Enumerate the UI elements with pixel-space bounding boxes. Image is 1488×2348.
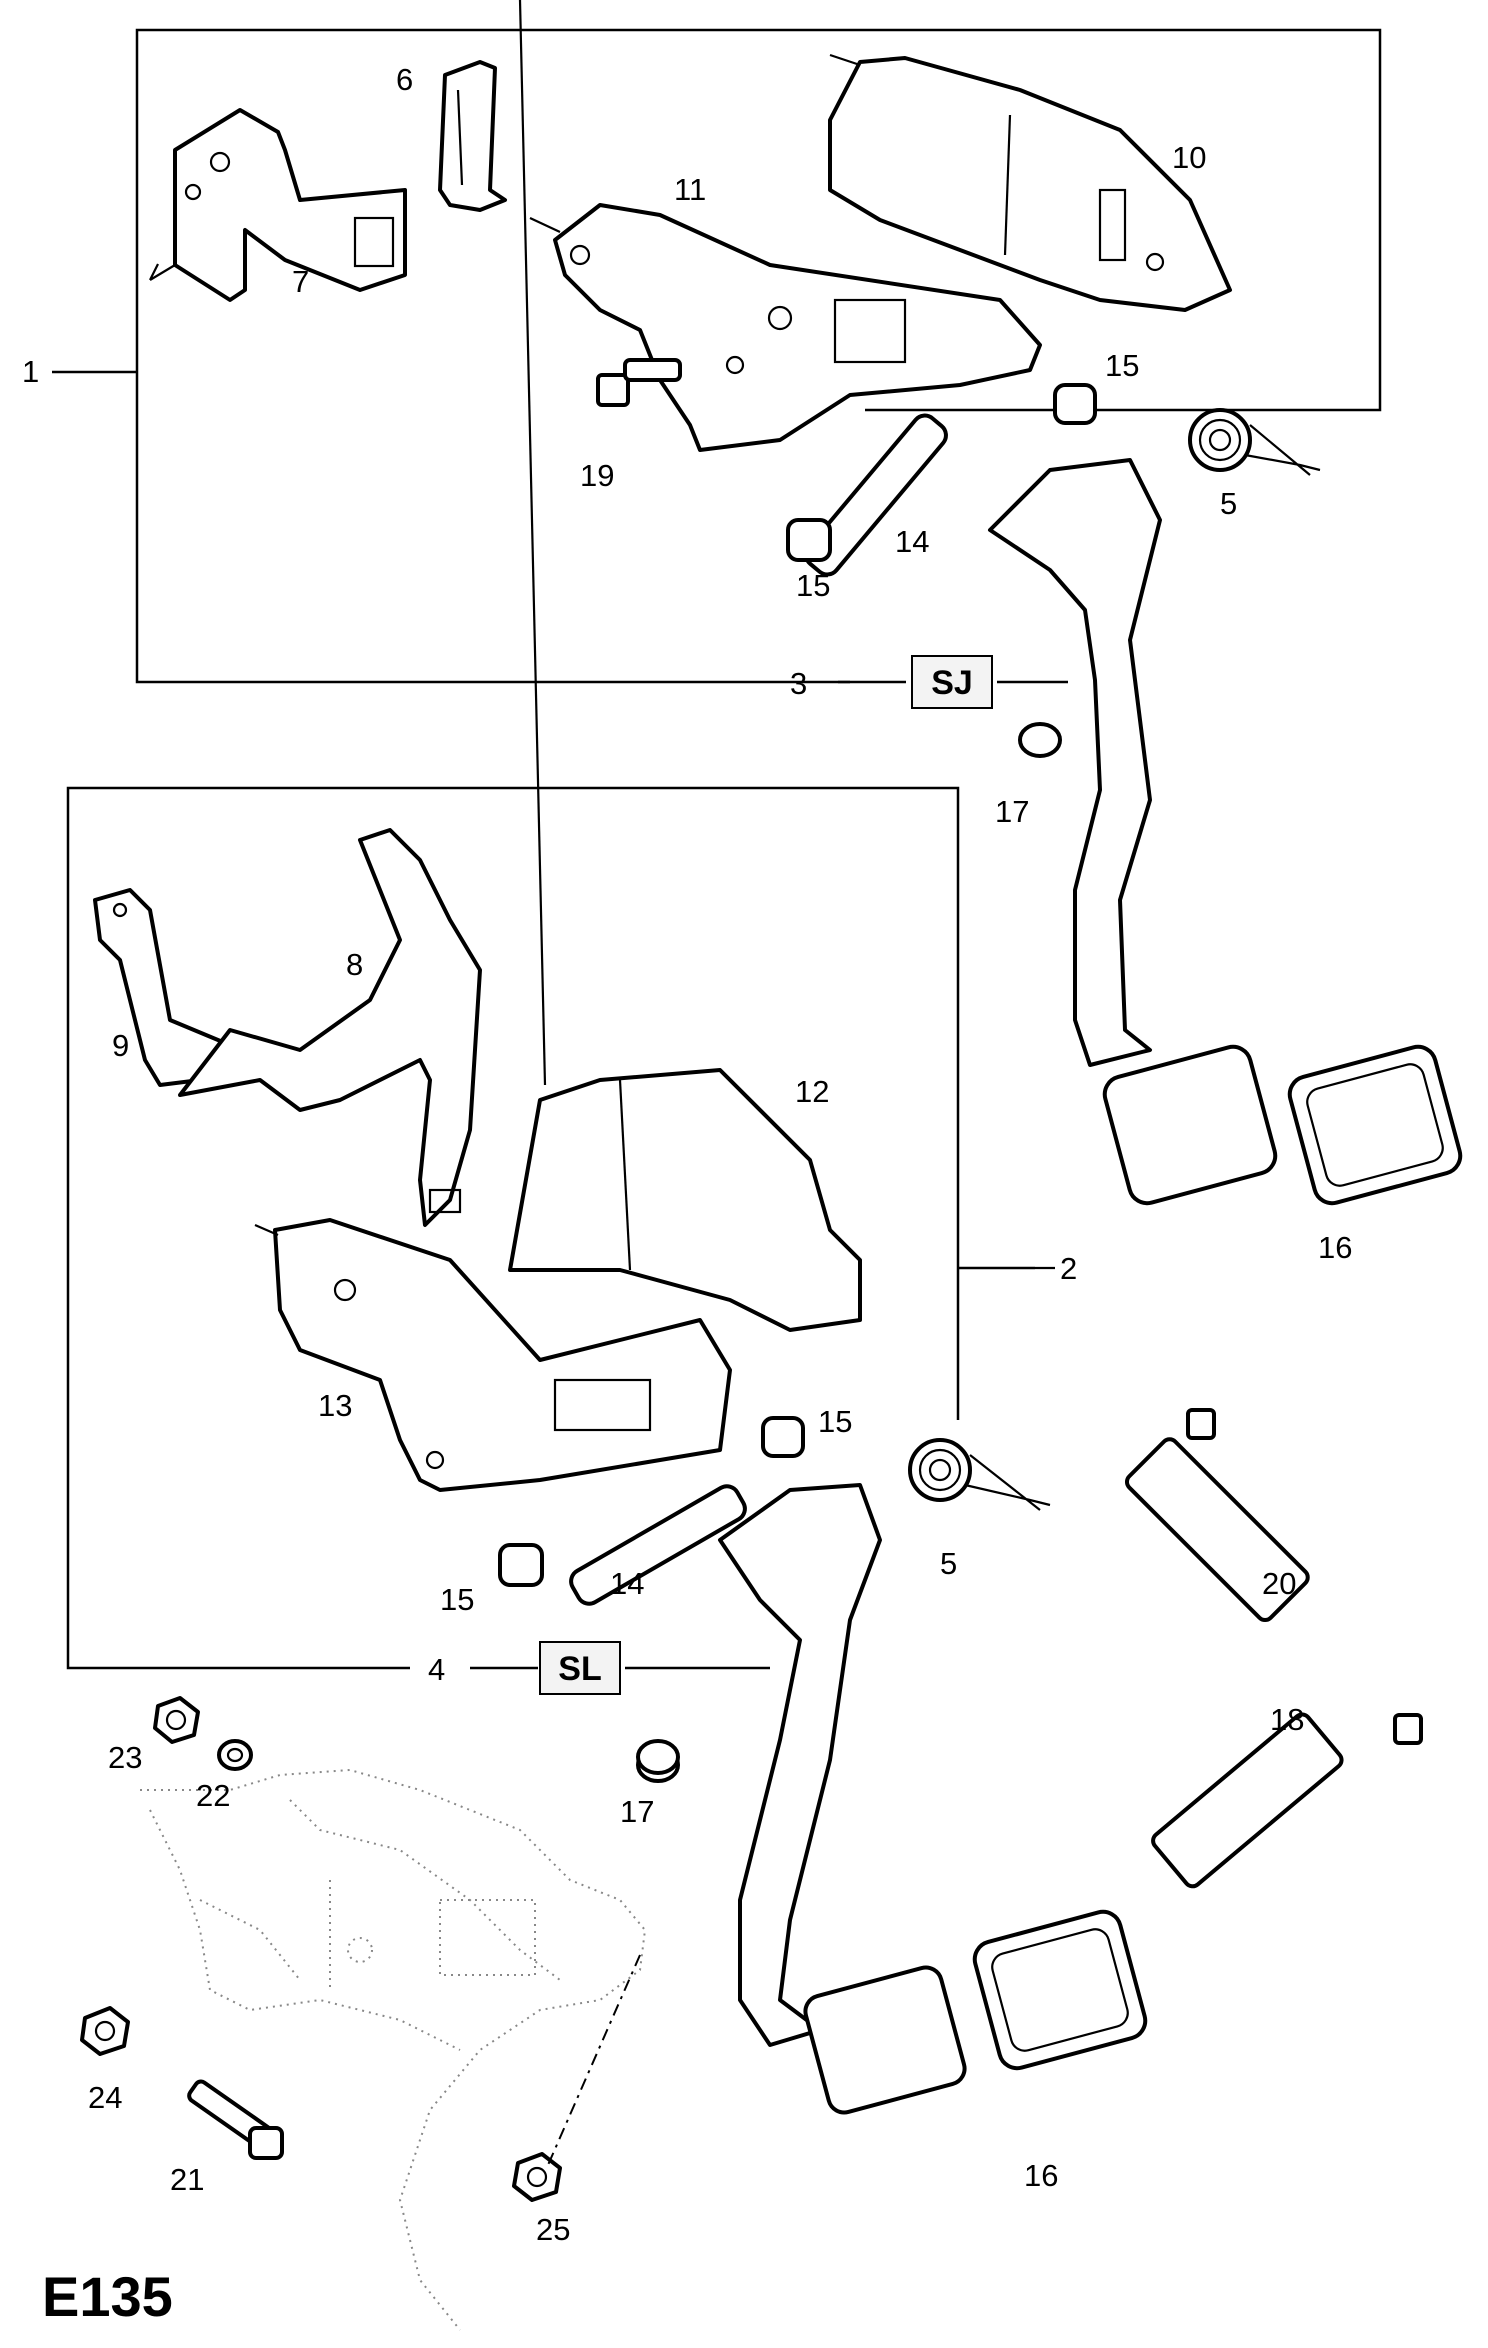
svg-text:SL: SL: [558, 1650, 601, 1688]
plug-17-lower: [636, 1739, 680, 1775]
callout-5-upper: 5: [1220, 486, 1237, 521]
pedal-lower: [636, 1483, 1148, 2115]
callout-14-lower: 14: [610, 1566, 644, 1601]
callout-25: 25: [536, 2212, 570, 2247]
spring-5-upper: [1188, 408, 1321, 476]
bracket-12: [508, 0, 862, 1332]
callout-24: 24: [88, 2080, 122, 2115]
callout-15-upper-left: 15: [796, 568, 830, 603]
variant-badge-sj: SJ: [911, 655, 993, 709]
spring-5-lower: [908, 1438, 1051, 1511]
diagram-code: E135: [42, 2265, 173, 2328]
bracket-7: [149, 108, 407, 302]
bracket-10: [828, 53, 1232, 312]
lower-assembly-box: [66, 786, 1035, 1670]
nut-24: [80, 2006, 130, 2056]
washer-22: [217, 1739, 253, 1771]
callout-7: 7: [292, 264, 309, 299]
callout-1: 1: [22, 354, 39, 389]
callout-16-upper: 16: [1318, 1230, 1352, 1265]
bracket-13: [254, 1218, 732, 1492]
callout-15-lower-right: 15: [818, 1404, 852, 1439]
callout-13: 13: [318, 1388, 352, 1423]
callout-11: 11: [674, 172, 706, 207]
callout-19: 19: [580, 458, 614, 493]
callout-4: 4: [428, 1652, 445, 1687]
callout-6: 6: [396, 62, 413, 97]
callout-20: 20: [1262, 1566, 1296, 1601]
tube-18: [1151, 1712, 1423, 1889]
bracket-8: [178, 828, 482, 1227]
bush-15-lower: [498, 1416, 805, 1587]
callout-21: 21: [170, 2162, 204, 2197]
callout-15-lower-left: 15: [440, 1582, 474, 1617]
bracket-11: [529, 203, 1042, 452]
callout-16-lower: 16: [1024, 2158, 1058, 2193]
bush-15-upper: [786, 383, 1097, 562]
upper-assembly-box: [52, 28, 1382, 684]
bolt-19: [596, 358, 682, 407]
callout-9: 9: [112, 1028, 129, 1063]
vehicle-body-outline: [140, 1768, 647, 2331]
callout-14-upper: 14: [895, 524, 929, 559]
callout-22: 22: [196, 1778, 230, 1813]
svg-text:SJ: SJ: [931, 664, 973, 702]
callout-labels: 1 2 3 4 5 5 6 7 8 9 10 11 12 13 14 14 15…: [22, 62, 1352, 2247]
callout-5-lower: 5: [940, 1546, 957, 1581]
nut-23: [153, 1696, 200, 1744]
callout-15-upper-right: 15: [1105, 348, 1139, 383]
tube-20: [1124, 1408, 1310, 1623]
nut-25: [512, 2152, 562, 2202]
pin-14-upper: [804, 413, 948, 577]
clip-6: [438, 60, 507, 212]
callout-10: 10: [1172, 140, 1206, 175]
pin-14-lower: [569, 1484, 747, 1606]
pedal-upper: [988, 458, 1463, 1206]
callout-18: 18: [1270, 1702, 1304, 1737]
callout-3: 3: [790, 666, 807, 701]
callout-23: 23: [108, 1740, 142, 1775]
callout-17-lower: 17: [620, 1794, 654, 1829]
callout-2: 2: [1060, 1251, 1077, 1286]
callout-17-upper: 17: [995, 794, 1029, 829]
bolt-21: [187, 2079, 284, 2160]
variant-badge-sl: SL: [539, 1641, 621, 1695]
callout-8: 8: [346, 947, 363, 982]
callout-12: 12: [795, 1074, 829, 1109]
